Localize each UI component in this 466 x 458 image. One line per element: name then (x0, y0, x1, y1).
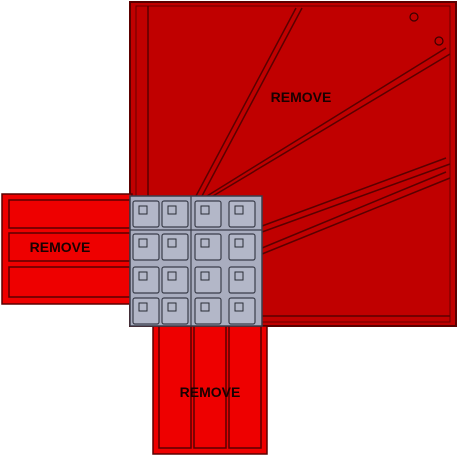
grid-cell-marker-14 (167, 302, 177, 312)
grid-cell-marker-3 (200, 205, 210, 215)
grid-cell-marker-7 (200, 238, 210, 248)
hole-1 (409, 12, 419, 22)
label-remove-left: REMOVE (30, 239, 91, 255)
grid-cell-marker-6 (167, 238, 177, 248)
left-strips: REMOVE (1, 193, 133, 305)
grid-cell-marker-1 (138, 205, 148, 215)
grid-block (129, 195, 263, 327)
grid-cell-marker-11 (200, 271, 210, 281)
grid-cell-marker-2 (167, 205, 177, 215)
grid-cell-marker-12 (234, 271, 244, 281)
grid-cell-marker-9 (138, 271, 148, 281)
grid-cell-marker-15 (200, 302, 210, 312)
grid-cell-marker-8 (234, 238, 244, 248)
hole-2 (434, 36, 444, 46)
bottom-strips: REMOVE (152, 325, 268, 455)
grid-cell-marker-13 (138, 302, 148, 312)
grid-cell-marker-16 (234, 302, 244, 312)
label-remove-bottom: REMOVE (180, 384, 241, 400)
grid-cell-marker-5 (138, 238, 148, 248)
grid-cell-marker-4 (234, 205, 244, 215)
label-remove-top: REMOVE (271, 89, 332, 105)
grid-cells (132, 200, 256, 325)
grid-cell-marker-10 (167, 271, 177, 281)
